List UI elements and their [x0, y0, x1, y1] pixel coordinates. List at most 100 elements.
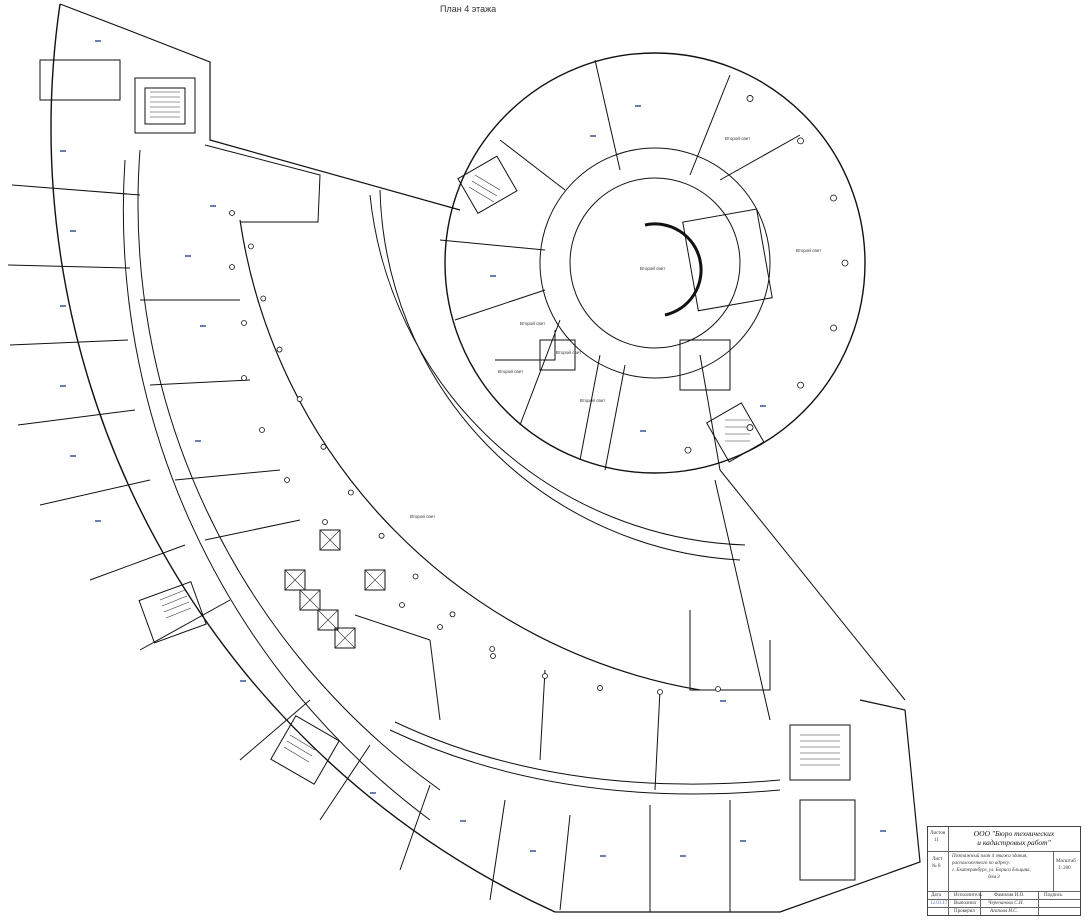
sheet-no: № 8: [932, 864, 941, 869]
room-number-mark: [640, 430, 646, 432]
column-marker: [247, 243, 254, 250]
room-number-mark: [740, 840, 746, 842]
void-right-label: Второй свет: [796, 247, 821, 253]
lift-shaft-3: [317, 609, 339, 631]
sign-label: Подпись: [1044, 893, 1063, 898]
room-e-label: Второй свет: [725, 135, 750, 141]
atrium-right-edge: [689, 610, 771, 691]
column-marker: [412, 573, 419, 580]
scale-value: 1: 200: [1058, 866, 1071, 871]
plan-title: План 4 этажа: [440, 4, 497, 14]
stair-block-round-top: [457, 155, 518, 215]
name-label: Фамилия И.О.: [994, 893, 1025, 898]
checked-name: Агапова Н.С.: [990, 909, 1018, 914]
corridor-arc: [122, 159, 431, 821]
column-marker: [276, 346, 283, 353]
column-marker: [746, 424, 754, 431]
column-marker: [490, 653, 496, 659]
column-marker: [229, 264, 235, 270]
executed-label: Выполнил: [954, 901, 977, 906]
column-marker: [284, 477, 290, 483]
column-marker: [229, 210, 235, 216]
column-marker: [542, 673, 548, 679]
room-number-mark: [530, 850, 536, 852]
column-marker: [684, 446, 692, 454]
column-marker: [322, 519, 328, 525]
room-number-mark: [490, 275, 496, 277]
room-b-label: Второй свет: [556, 349, 581, 355]
room-number-mark: [460, 820, 466, 822]
column-marker: [597, 685, 603, 691]
column-marker: [657, 689, 663, 695]
room-number-mark: [95, 40, 101, 42]
room-number-mark: [880, 830, 886, 832]
date-label: Дата: [931, 893, 941, 898]
stair-block-round-bottom: [705, 402, 765, 463]
room-number-mark: [720, 700, 726, 702]
column-marker: [296, 396, 303, 402]
column-marker: [241, 320, 247, 326]
room-number-mark: [635, 105, 641, 107]
room-number-mark: [760, 405, 766, 407]
inner-office-arc: [137, 149, 441, 791]
stair-block-top: [134, 77, 196, 134]
column-marker: [746, 95, 754, 102]
stair-block-right: [789, 724, 851, 781]
stair-block-low: [270, 715, 340, 785]
desc-line-4: дом 3: [988, 875, 1000, 880]
room-number-mark: [590, 135, 596, 137]
room-number-mark: [240, 680, 246, 682]
room-number-mark: [210, 205, 216, 207]
room-number-mark: [200, 325, 206, 327]
column-marker: [437, 624, 443, 630]
column-marker: [241, 375, 247, 381]
checked-label: Проверил: [954, 909, 975, 914]
desc-line-2: расположенного по адресу:: [952, 861, 1011, 866]
column-marker: [797, 381, 804, 389]
round-outer-wall: [444, 52, 866, 474]
column-marker: [399, 602, 405, 608]
room-number-mark: [370, 792, 376, 794]
core-stair-arc: [644, 222, 703, 317]
room-a-label: Второй свет: [520, 320, 545, 326]
atrium-top-edge: [204, 144, 321, 223]
room-number-mark: [195, 440, 201, 442]
column-marker: [259, 427, 265, 433]
bottom-wing-cap: [555, 699, 921, 913]
core-void-room: [682, 208, 773, 312]
void-arc-outer: [379, 189, 741, 561]
room-c-label: Второй свет: [498, 368, 523, 374]
column-marker: [320, 443, 327, 450]
room-number-mark: [185, 255, 191, 257]
column-marker: [715, 686, 721, 692]
room-number-mark: [60, 305, 66, 307]
outer-wall-arc: [50, 3, 556, 913]
executed-name: Черепанова С.Н.: [988, 901, 1024, 906]
column-marker: [489, 646, 496, 652]
room-number-mark: [600, 855, 606, 857]
lower-corridor-arc: [389, 729, 781, 795]
scale-label: Масштаб: [1056, 859, 1076, 864]
column-marker: [797, 137, 804, 145]
bridge-line-1: [719, 469, 906, 701]
void-main-label: Второй свет: [410, 513, 435, 519]
room-number-mark: [95, 520, 101, 522]
bridge-line-2: [714, 479, 771, 721]
room-d-label: Второй свет: [580, 397, 605, 403]
lift-shaft-4: [334, 627, 356, 649]
sheets-label: Листов: [930, 831, 946, 836]
title-block: Листов 11 Лист № 8 ООО "Бюро технических…: [927, 826, 1081, 916]
column-marker: [378, 532, 385, 539]
column-marker: [449, 611, 456, 618]
room-number-mark: [70, 230, 76, 232]
stair-block-mid: [138, 581, 207, 644]
room-number-mark: [60, 150, 66, 152]
room-number-mark: [680, 855, 686, 857]
lift-shaft-1: [284, 569, 306, 591]
void-arc-inner: [369, 194, 746, 546]
atrium-edge-arc: [239, 219, 701, 691]
column-marker: [260, 295, 267, 302]
desc-line-1: Поэтажный план 4 этажа здания,: [952, 854, 1028, 859]
desc-line-3: г. Екатеринбург, ул. Бориса Ельцина,: [952, 868, 1031, 873]
sheet-no-label: Лист: [932, 857, 943, 862]
